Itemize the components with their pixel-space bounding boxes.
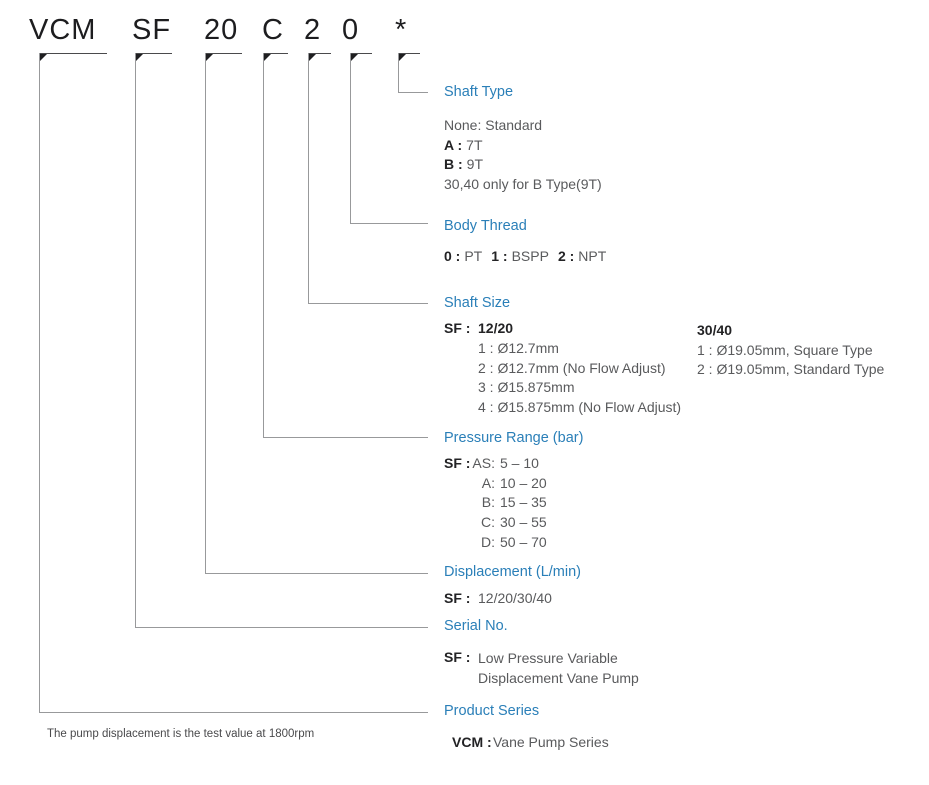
section-label-product-series: Product Series bbox=[444, 703, 540, 719]
pressure-range-key-a: A: bbox=[481, 474, 495, 491]
pressure-range-options: AS:5 – 10 A:10 – 20 B:15 – 35 C:30 – 55 … bbox=[448, 454, 547, 553]
code-segment-shaft-size: 2 bbox=[304, 14, 322, 46]
code-segment-body-thread: 0 bbox=[342, 14, 360, 46]
leader-horizontal-c bbox=[263, 437, 428, 438]
shaft-size-option-1: 1 : Ø12.7mm bbox=[478, 340, 559, 356]
pressure-range-row-a: A: 10 – 20 bbox=[448, 474, 547, 494]
leader-horizontal-20 bbox=[205, 573, 428, 574]
shaft-type-options: None: Standard A :7T B :9T 30,40 only fo… bbox=[444, 116, 602, 194]
code-segment-shaft-type: * bbox=[395, 14, 408, 46]
code-segment-serial: SF bbox=[132, 14, 172, 46]
shaft-type-a: A :7T bbox=[444, 136, 602, 156]
product-series-value: Vane Pump Series bbox=[493, 734, 609, 750]
leader-corner-0 bbox=[350, 53, 359, 62]
leader-vertical-0 bbox=[350, 53, 351, 223]
leader-corner-2 bbox=[308, 53, 317, 62]
leader-horizontal-sf bbox=[135, 627, 428, 628]
displacement-sf-key: SF : bbox=[444, 590, 471, 606]
body-thread-key-0: 0 : bbox=[444, 248, 461, 264]
body-thread-value-0: PT bbox=[464, 248, 483, 264]
section-label-shaft-type: Shaft Type bbox=[444, 84, 514, 100]
pressure-range-value-b: 15 – 35 bbox=[500, 494, 547, 511]
leader-corner-20 bbox=[205, 53, 214, 62]
pressure-range-value-a: 10 – 20 bbox=[500, 474, 547, 491]
pressure-range-key-b: B: bbox=[481, 494, 495, 511]
shaft-size-option-2: 2 : Ø12.7mm (No Flow Adjust) bbox=[478, 359, 666, 376]
code-segment-pressure: C bbox=[262, 14, 284, 46]
footnote: The pump displacement is the test value … bbox=[47, 728, 315, 740]
displacement-sf-value: 12/20/30/40 bbox=[478, 590, 552, 606]
shaft-size-3040-option-1: 1 : Ø19.05mm, Square Type bbox=[697, 341, 873, 358]
body-thread-value-1: BSPP bbox=[511, 248, 549, 264]
leader-horizontal-star bbox=[398, 92, 428, 93]
body-thread-key-1: 1 : bbox=[491, 248, 508, 264]
pressure-range-row-c: C: 30 – 55 bbox=[448, 513, 547, 533]
leader-horizontal-vcm bbox=[39, 712, 428, 713]
shaft-type-a-key: A : bbox=[444, 136, 463, 153]
leader-top-0 bbox=[350, 53, 372, 54]
shaft-type-b-key: B : bbox=[444, 156, 463, 172]
serial-no-line-1: Low Pressure Variable bbox=[478, 650, 618, 666]
shaft-size-options-3040: 30/40 1 : Ø19.05mm, Square Type 2 : Ø19.… bbox=[697, 321, 884, 380]
leader-corner-c bbox=[263, 53, 272, 62]
serial-no-line-2: Displacement Vane Pump bbox=[478, 670, 639, 686]
leader-corner-vcm bbox=[39, 53, 48, 62]
section-label-shaft-size: Shaft Size bbox=[444, 295, 511, 311]
shaft-type-none-text: None: Standard bbox=[444, 117, 543, 133]
serial-no-description: Low Pressure Variable Displacement Vane … bbox=[478, 648, 639, 688]
shaft-type-note: 30,40 only for B Type(9T) bbox=[444, 175, 602, 195]
pressure-range-value-c: 30 – 55 bbox=[500, 514, 547, 531]
leader-top-sf bbox=[135, 53, 172, 54]
shaft-type-note-text: 30,40 only for B Type(9T) bbox=[444, 175, 602, 192]
code-segment-displacement: 20 bbox=[204, 14, 239, 46]
shaft-type-none: None: Standard bbox=[444, 116, 602, 136]
leader-vertical-20 bbox=[205, 53, 206, 573]
shaft-size-options-1220: 1 : Ø12.7mm 2 : Ø12.7mm (No Flow Adjust)… bbox=[478, 339, 681, 417]
leader-vertical-star bbox=[398, 53, 399, 92]
leader-top-vcm bbox=[39, 53, 107, 54]
shaft-size-option-3: 3 : Ø15.875mm bbox=[478, 379, 575, 396]
section-label-serial-no: Serial No. bbox=[444, 618, 508, 634]
pressure-range-key-c: C: bbox=[481, 514, 495, 531]
pressure-range-value-as: 5 – 10 bbox=[500, 455, 539, 471]
shaft-size-option-4: 4 : Ø15.875mm (No Flow Adjust) bbox=[478, 398, 682, 415]
leader-corner-star bbox=[398, 53, 407, 62]
pressure-range-key-d: D: bbox=[481, 533, 495, 550]
body-thread-options: 0 :PT 1 :BSPP 2 :NPT bbox=[444, 247, 606, 267]
section-label-displacement: Displacement (L/min) bbox=[444, 564, 581, 580]
leader-vertical-c bbox=[263, 53, 264, 437]
pressure-range-row-b: B: 15 – 35 bbox=[448, 493, 547, 513]
shaft-size-sf-value: 12/20 bbox=[478, 320, 514, 336]
pressure-range-value-d: 50 – 70 bbox=[500, 533, 547, 550]
leader-vertical-sf bbox=[135, 53, 136, 627]
leader-horizontal-2 bbox=[308, 303, 428, 304]
leader-horizontal-0 bbox=[350, 223, 428, 224]
body-thread-value-2: NPT bbox=[578, 248, 607, 264]
pressure-range-sf-key: SF : bbox=[444, 455, 471, 471]
leader-top-20 bbox=[205, 53, 242, 54]
pressure-range-row-d: D: 50 – 70 bbox=[448, 533, 547, 553]
leader-top-2 bbox=[308, 53, 331, 54]
section-label-pressure-range: Pressure Range (bar) bbox=[444, 430, 584, 446]
pressure-range-row-as: AS: 5 – 10 bbox=[448, 454, 547, 474]
shaft-size-3040-title: 30/40 bbox=[697, 322, 733, 338]
leader-corner-sf bbox=[135, 53, 144, 62]
shaft-type-a-value: 7T bbox=[466, 136, 483, 153]
shaft-size-sf-key: SF : bbox=[444, 320, 471, 336]
leader-vertical-vcm bbox=[39, 53, 40, 712]
product-series-key: VCM : bbox=[452, 734, 492, 750]
section-label-body-thread: Body Thread bbox=[444, 218, 527, 234]
leader-vertical-2 bbox=[308, 53, 309, 303]
leader-top-star bbox=[398, 53, 420, 54]
shaft-type-b-value: 9T bbox=[466, 156, 484, 172]
leader-top-c bbox=[263, 53, 288, 54]
serial-no-sf-key: SF : bbox=[444, 649, 471, 665]
body-thread-key-2: 2 : bbox=[557, 248, 575, 264]
shaft-size-3040-option-2: 2 : Ø19.05mm, Standard Type bbox=[697, 361, 885, 378]
pressure-range-key-as: AS: bbox=[472, 455, 495, 471]
shaft-type-b: B :9T bbox=[444, 155, 602, 175]
code-segment-series: VCM bbox=[29, 14, 97, 46]
